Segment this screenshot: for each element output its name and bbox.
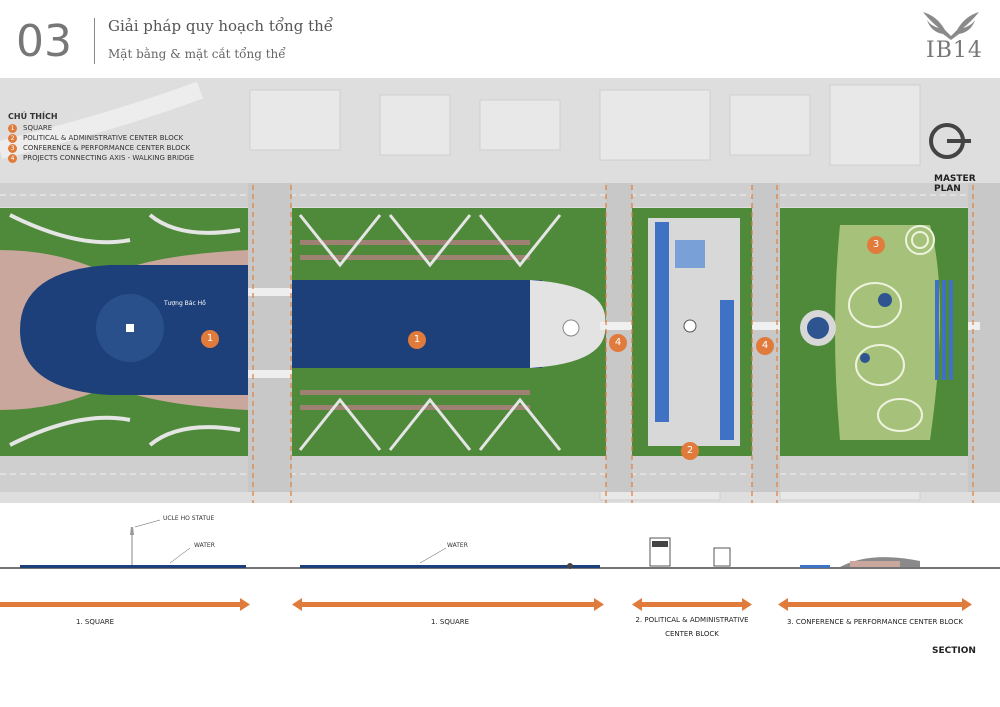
page-title: Giải pháp quy hoạch tổng thể — [108, 17, 333, 35]
header-divider — [94, 18, 95, 64]
legend-number: 4 — [8, 153, 17, 163]
logo-text: IB14 — [926, 38, 983, 63]
section-label-political: 2. POLITICAL & ADMINISTRATIVE — [635, 616, 749, 624]
section-title: SECTION — [932, 646, 976, 656]
master-plan — [0, 78, 1000, 503]
legend-heading: CHÚ THÍCH — [8, 112, 58, 121]
wings-logo-icon — [923, 12, 979, 40]
legend-item: 4 PROJECTS CONNECTING AXIS - WALKING BRID… — [8, 153, 194, 163]
legend: CHÚ THÍCH 1 SQUARE 2 POLITICAL & ADMINISTR… — [8, 112, 194, 163]
section-label-square: 1. SQUARE — [430, 618, 470, 626]
legend-label: PROJECTS CONNECTING AXIS - WALKING BRIDG… — [23, 154, 195, 162]
badge-bridge-1: 4 — [609, 334, 627, 352]
section-drawing — [0, 519, 1000, 569]
page-subtitle: Mặt bằng & mặt cắt tổng thể — [108, 47, 286, 61]
statue-annotation: UCLE HO STATUE — [163, 515, 215, 522]
badge-conference: 3 — [867, 236, 885, 254]
legend-label: POLITICAL & ADMINISTRATIVE CENTER BLOCK — [23, 134, 184, 142]
master-plan-drawing — [0, 78, 1000, 503]
legend-number: 3 — [8, 143, 17, 153]
section-label-square: 1. SQUARE — [75, 618, 115, 626]
north-arrow-icon — [929, 123, 971, 159]
water-annotation: WATER — [194, 542, 215, 549]
legend-number: 2 — [8, 133, 17, 143]
badge-square-1: 1 — [201, 330, 219, 348]
badge-political: 2 — [681, 442, 699, 460]
sheet-number: 03 — [16, 16, 72, 67]
badge-square-2: 1 — [408, 331, 426, 349]
legend-item: 1 SQUARE — [8, 123, 194, 133]
legend-item: 2 POLITICAL & ADMINISTRATIVE CENTER BLOCK — [8, 133, 194, 143]
legend-item: 3 CONFERENCE & PERFORMANCE CENTER BLOCK — [8, 143, 194, 153]
legend-label: CONFERENCE & PERFORMANCE CENTER BLOCK — [23, 144, 191, 152]
section-label-conference: 3. CONFERENCE & PERFORMANCE CENTER BLOCK — [786, 618, 963, 626]
section-dimension-arrows — [0, 598, 972, 611]
section-label-political-sub: CENTER BLOCK — [665, 630, 719, 638]
water-annotation: WATER — [447, 542, 468, 549]
legend-label: SQUARE — [23, 124, 53, 132]
legend-number: 1 — [8, 123, 17, 133]
statue-label: Tượng Bác Hồ — [164, 300, 206, 307]
master-plan-label: MASTER PLAN — [934, 174, 976, 194]
badge-bridge-2: 4 — [756, 337, 774, 355]
